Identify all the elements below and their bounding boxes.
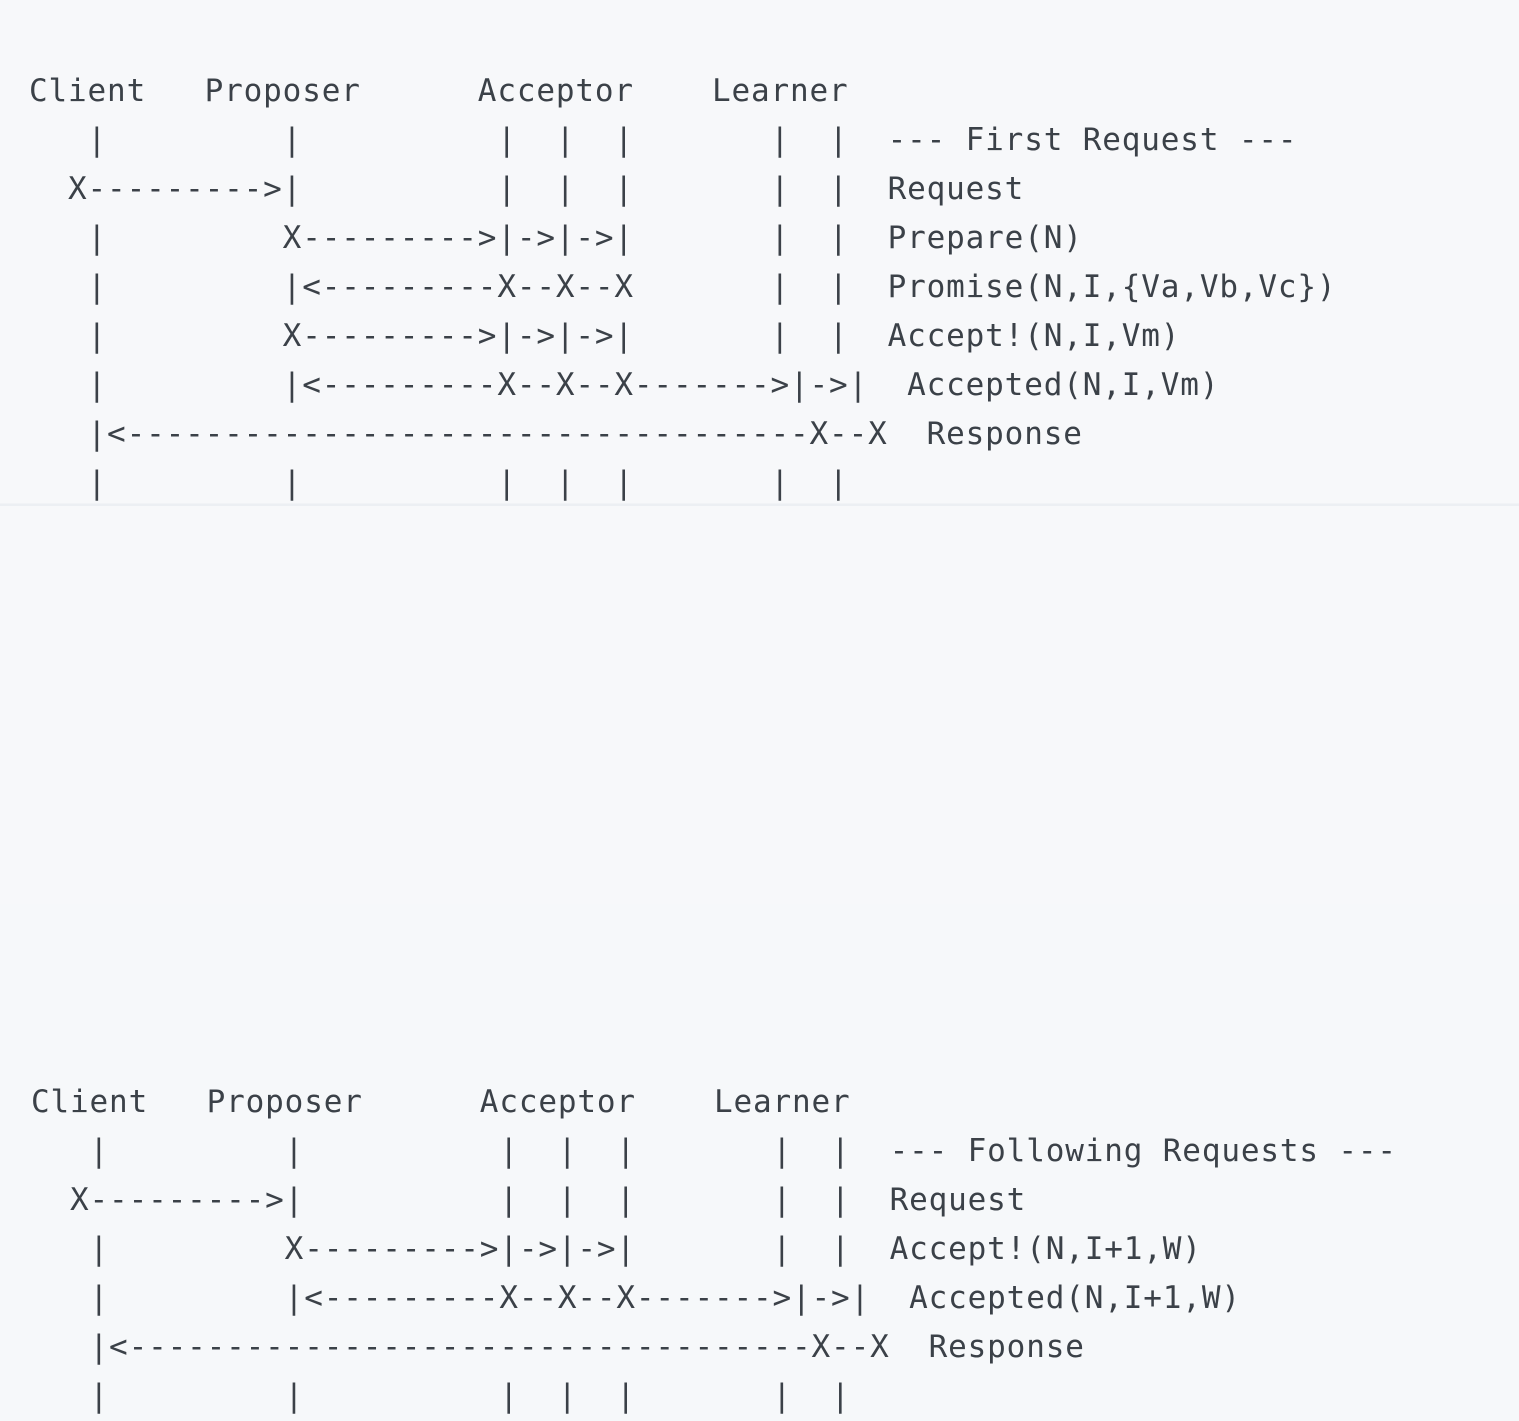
ascii-art-first-request: Client Proposer Acceptor Learner | | | |… [29, 73, 1337, 501]
panel-first-request: Client Proposer Acceptor Learner | | | |… [0, 0, 1519, 505]
ascii-art-following-requests: Client Proposer Acceptor Learner | | | |… [31, 1084, 1397, 1414]
panel-following-requests: Client Proposer Acceptor Learner | | | |… [0, 506, 1519, 1414]
